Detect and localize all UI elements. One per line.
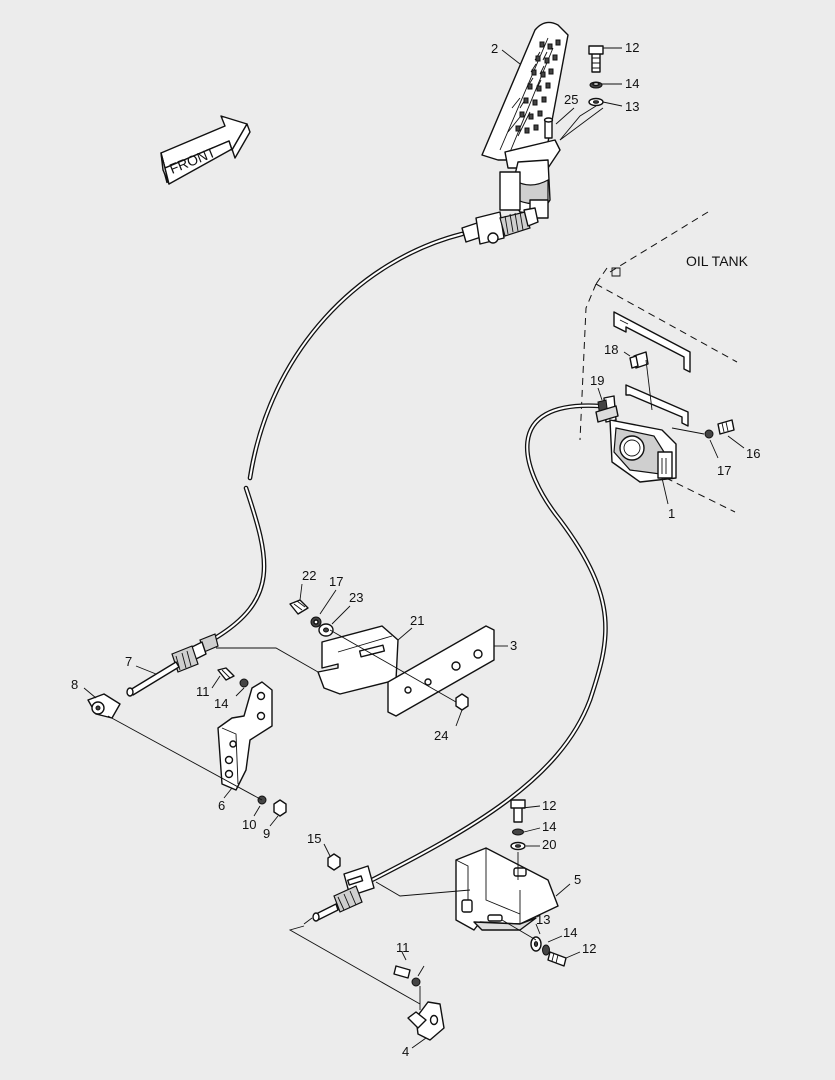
callout: 12 — [582, 941, 596, 956]
oil-tank: OIL TANK — [579, 211, 749, 513]
callout: 17 — [717, 463, 731, 478]
callout: 3 — [510, 638, 517, 653]
callout: 14 — [563, 925, 577, 940]
callout: 12 — [542, 798, 556, 813]
plate-3 — [387, 625, 495, 717]
callout: 1 — [668, 506, 675, 521]
callout: 9 — [263, 826, 270, 841]
oil-tank-label: OIL TANK — [686, 253, 749, 269]
callout: 16 — [746, 446, 760, 461]
callout: 23 — [349, 590, 363, 605]
callout: 14 — [214, 696, 228, 711]
bracket-21 — [317, 625, 399, 695]
callout: 4 — [402, 1044, 409, 1059]
callout: 22 — [302, 568, 316, 583]
callout: 8 — [71, 677, 78, 692]
actuator — [595, 395, 677, 483]
callout: 14 — [625, 76, 639, 91]
callout: 5 — [574, 872, 581, 887]
callout: 15 — [307, 831, 321, 846]
callout: 7 — [125, 654, 132, 669]
callout: 21 — [410, 613, 424, 628]
bracket-6 — [217, 681, 273, 791]
callout: 20 — [542, 837, 556, 852]
leader-lines — [83, 47, 745, 1049]
callout: 14 — [542, 819, 556, 834]
stopper-4 — [407, 1001, 445, 1041]
callout: 19 — [590, 373, 604, 388]
callout: 13 — [625, 99, 639, 114]
bracket-5 — [455, 847, 559, 931]
callout: 25 — [564, 92, 578, 107]
callout: 17 — [329, 574, 343, 589]
callout: 10 — [242, 817, 256, 832]
callout: 18 — [604, 342, 618, 357]
callout: 2 — [491, 41, 498, 56]
callout: 13 — [536, 912, 550, 927]
accelerator-pedal — [481, 21, 569, 219]
callout: 24 — [434, 728, 448, 743]
front-arrow: FRONT — [160, 115, 251, 185]
cable-lower — [303, 403, 608, 925]
accelerator-cable — [126, 207, 539, 697]
callout: 12 — [625, 40, 639, 55]
rod-end — [87, 693, 121, 719]
callout: 6 — [218, 798, 225, 813]
callout: 11 — [196, 684, 210, 699]
callout: 11 — [396, 940, 410, 955]
callout-labels: 1 2 3 4 5 6 7 8 9 10 11 11 12 12 12 13 1… — [71, 40, 760, 1059]
fasteners — [217, 45, 735, 987]
